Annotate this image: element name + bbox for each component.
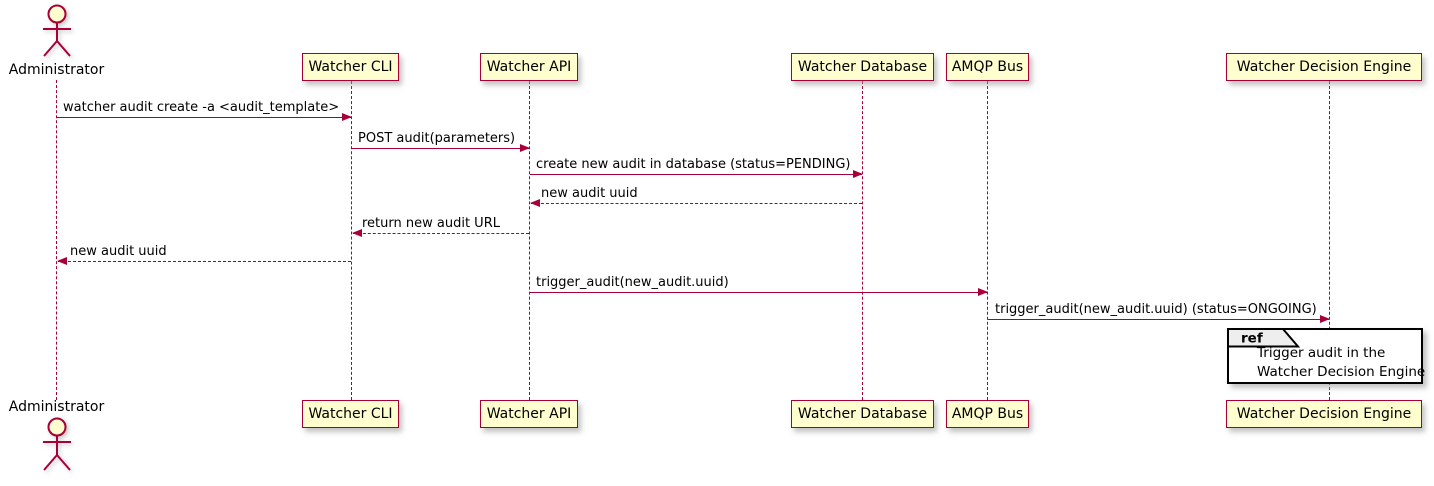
lifeline-watcher-database	[862, 81, 863, 400]
message-arrow-1	[57, 112, 352, 121]
arrowhead-icon	[978, 287, 988, 296]
lifeline-administrator	[56, 80, 57, 400]
arrowhead-icon	[342, 112, 352, 121]
message-arrow-7	[530, 287, 988, 296]
participant-watcher-decision-engine-top: Watcher Decision Engine	[1226, 53, 1422, 81]
message-arrow-3	[530, 169, 863, 178]
arrowhead-icon	[520, 143, 530, 152]
participant-watcher-cli-top: Watcher CLI	[302, 53, 399, 81]
actor-label-administrator-bottom: Administrator	[8, 399, 105, 415]
participant-watcher-api-bottom: Watcher API	[480, 400, 578, 428]
arrowhead-icon	[1320, 314, 1330, 323]
ref-keyword: ref	[1241, 331, 1263, 347]
arrowhead-icon	[57, 257, 67, 265]
actor-icon	[43, 4, 71, 57]
ref-tab-icon: ref	[1227, 328, 1301, 348]
participant-amqp-bus-bottom: AMQP Bus	[946, 400, 1029, 428]
message-label-4: new audit uuid	[541, 186, 638, 201]
ref-fragment: ref Trigger audit in the Watcher Decisio…	[1227, 328, 1425, 384]
message-arrow-8	[988, 314, 1330, 323]
ref-text: Trigger audit in the Watcher Decision En…	[1257, 344, 1425, 382]
message-label-5: return new audit URL	[362, 216, 500, 231]
actor-icon	[43, 417, 71, 471]
lifeline-watcher-api	[529, 81, 530, 400]
lifeline-watcher-decision-engine	[1329, 81, 1330, 400]
participant-watcher-database-top: Watcher Database	[791, 53, 934, 81]
lifeline-watcher-cli	[351, 81, 352, 400]
participant-watcher-database-bottom: Watcher Database	[791, 400, 934, 428]
message-label-8: trigger_audit(new_audit.uuid) (status=ON…	[995, 302, 1317, 317]
ref-text-line1: Trigger audit in the	[1257, 345, 1386, 361]
message-arrow-2	[352, 143, 530, 152]
message-arrow-6	[57, 257, 351, 265]
message-arrow-4	[530, 199, 862, 207]
message-label-3: create new audit in database (status=PEN…	[536, 157, 851, 172]
message-label-1: watcher audit create -a <audit_template>	[63, 100, 340, 115]
actor-label-administrator-top: Administrator	[8, 62, 105, 78]
message-arrow-5	[352, 229, 529, 237]
lifeline-amqp-bus	[987, 81, 988, 400]
participant-amqp-bus-top: AMQP Bus	[946, 53, 1029, 81]
message-label-6: new audit uuid	[70, 244, 167, 259]
participant-watcher-cli-bottom: Watcher CLI	[302, 400, 399, 428]
message-label-2: POST audit(parameters)	[358, 131, 516, 146]
arrowhead-icon	[853, 169, 863, 178]
ref-text-line2: Watcher Decision Engine	[1257, 364, 1426, 380]
message-label-7: trigger_audit(new_audit.uuid)	[536, 275, 729, 290]
arrowhead-icon	[530, 199, 540, 207]
participant-watcher-api-top: Watcher API	[480, 53, 578, 81]
participant-watcher-decision-engine-bottom: Watcher Decision Engine	[1226, 400, 1422, 428]
arrowhead-icon	[352, 229, 362, 237]
